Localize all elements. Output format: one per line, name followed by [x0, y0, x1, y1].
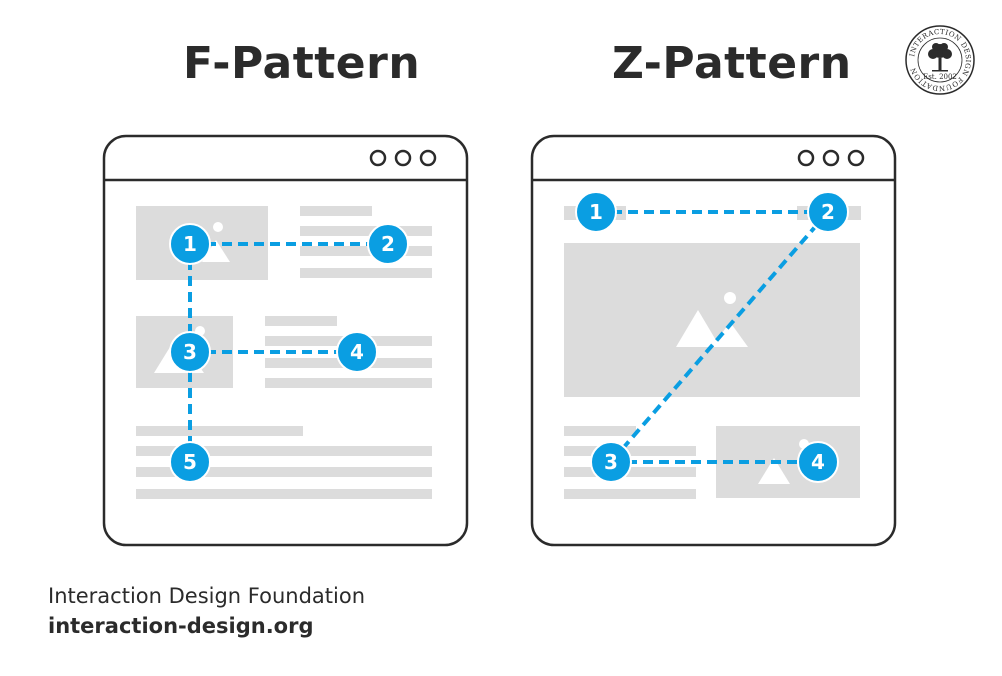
- window-controls: [797, 149, 865, 167]
- footer-website: interaction-design.org: [48, 614, 314, 638]
- svg-text:1: 1: [589, 200, 603, 224]
- f-reading-path: [188, 242, 388, 462]
- step-marker-3: 3: [169, 331, 211, 373]
- step-marker-4: 4: [336, 331, 378, 373]
- step-marker-1: 1: [575, 191, 617, 233]
- idf-logo-seal: INTERACTION DESIGN FOUNDATION Est. 2002: [905, 25, 975, 95]
- svg-text:5: 5: [183, 450, 197, 474]
- image-icon: [676, 292, 748, 347]
- step-marker-2: 2: [367, 223, 409, 265]
- image-icon: [202, 222, 230, 262]
- svg-text:4: 4: [350, 340, 364, 364]
- f-pattern-title: F-Pattern: [183, 38, 421, 89]
- z-reading-path: [596, 210, 830, 464]
- svg-text:2: 2: [381, 232, 395, 256]
- content-placeholders: [564, 206, 861, 499]
- tree-icon: [928, 43, 952, 72]
- step-marker-5: 5: [169, 441, 211, 483]
- z-pattern-title: Z-Pattern: [612, 38, 852, 89]
- step-marker-2: 2: [807, 191, 849, 233]
- svg-text:4: 4: [811, 450, 825, 474]
- step-marker-4: 4: [797, 441, 839, 483]
- svg-text:3: 3: [183, 340, 197, 364]
- footer-organization: Interaction Design Foundation: [48, 584, 366, 608]
- step-marker-3: 3: [590, 441, 632, 483]
- svg-text:3: 3: [604, 450, 618, 474]
- svg-text:2: 2: [821, 200, 835, 224]
- window-controls: [369, 149, 437, 167]
- svg-text:1: 1: [183, 232, 197, 256]
- step-marker-1: 1: [169, 223, 211, 265]
- z-pattern-window: 1 2 3 4: [530, 134, 897, 547]
- f-pattern-window: 1 2 3 4 5: [102, 134, 469, 547]
- logo-established: Est. 2002: [923, 73, 957, 81]
